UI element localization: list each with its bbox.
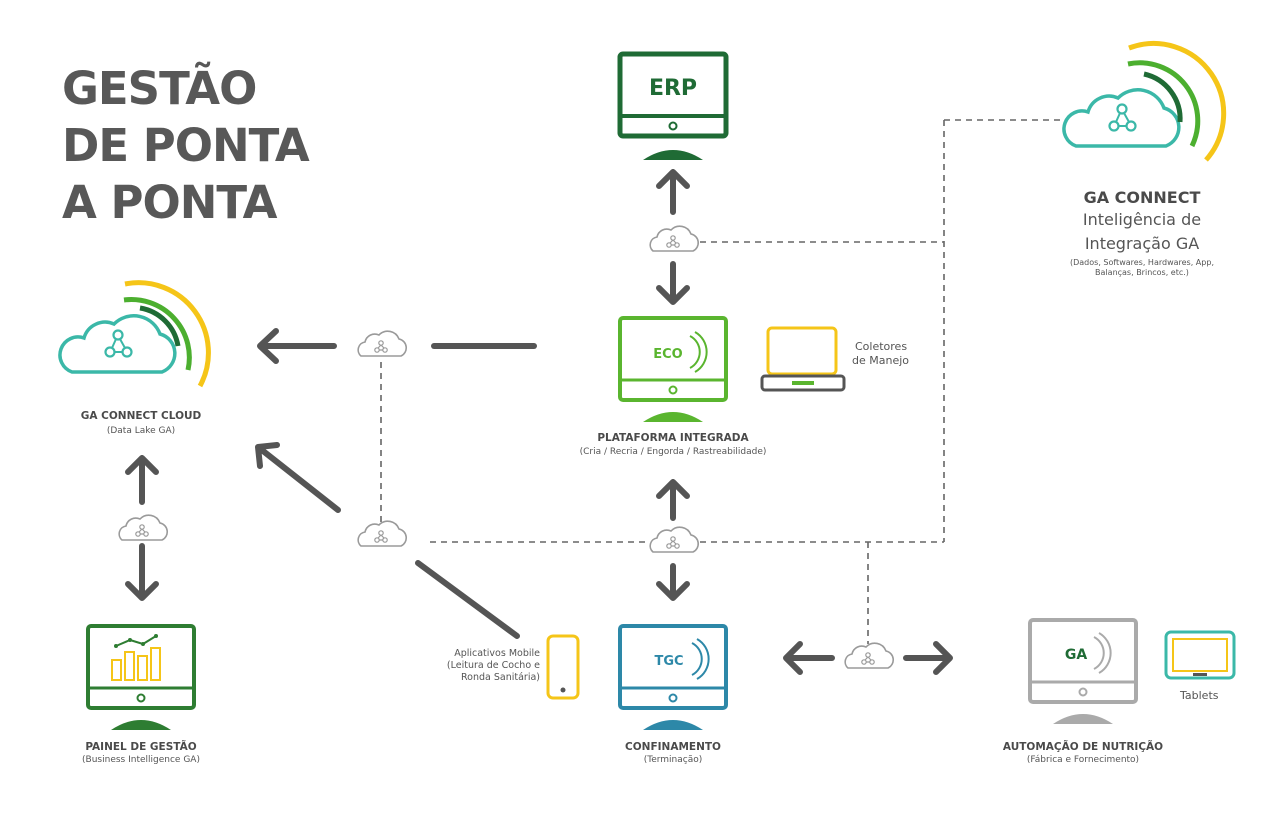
page-title: GESTÃO DE PONTA A PONTA <box>62 60 310 231</box>
automacao-title: AUTOMAÇÃO DE NUTRIÇÃO <box>1002 741 1164 753</box>
erp-label: ERP <box>649 76 697 101</box>
tgc-monitor-icon: TGC <box>618 624 728 730</box>
cloud-network-icon <box>357 520 408 547</box>
title-line-2: DE PONTA <box>62 119 310 172</box>
cloud-network-icon <box>118 514 169 541</box>
ga-monitor-icon: GA <box>1028 618 1138 724</box>
confinamento-title: CONFINAMENTO <box>625 741 721 753</box>
coletores-line1: Coletores <box>855 340 908 353</box>
cloud-network-icon <box>649 526 700 553</box>
plataforma-title: PLATAFORMA INTEGRADA <box>597 432 749 444</box>
cloud-network-icon <box>649 225 700 252</box>
automacao-subtitle: (Fábrica e Fornecimento) <box>1026 755 1140 765</box>
aplicativos-line3: Ronda Sanitária) <box>460 672 540 683</box>
smartphone-icon <box>546 634 580 700</box>
title-line-3: A PONTA <box>62 176 277 229</box>
painel-subtitle: (Business Intelligence GA) <box>82 755 200 765</box>
aplicativos-line2: (Leitura de Cocho e <box>446 660 540 671</box>
aplicativos-line1: Aplicativos Mobile <box>454 648 540 659</box>
title-line-1: GESTÃO <box>62 62 257 115</box>
painel-title: PAINEL DE GESTÃO <box>85 741 197 753</box>
dashed-links <box>380 119 1062 644</box>
confinamento-subtitle: (Terminação) <box>643 755 703 765</box>
bar-chart-icon <box>111 647 161 681</box>
cloud-title: GA CONNECT CLOUD <box>80 410 202 422</box>
ga-monitor-label: GA <box>1065 647 1087 663</box>
eco-label: ECO <box>653 347 682 362</box>
ga-connect-icon <box>1062 41 1227 162</box>
cloud-subtitle: (Data Lake GA) <box>106 426 176 436</box>
ga-connect-cloud-icon <box>58 280 211 388</box>
coletores-line2: de Manejo <box>852 354 910 367</box>
painel-monitor-icon <box>86 624 196 730</box>
laptop-icon <box>760 326 846 392</box>
erp-monitor-icon: ERP <box>617 51 729 160</box>
tablet-icon <box>1164 630 1236 680</box>
ga-connect-note2: Balanças, Brincos, etc.) <box>1095 268 1189 277</box>
tablets-label: Tablets <box>1180 689 1219 702</box>
ga-connect-line2: Integração GA <box>1084 234 1200 253</box>
tgc-label: TGC <box>654 654 683 669</box>
cloud-network-icon <box>844 642 895 669</box>
eco-monitor-icon: ECO <box>618 316 728 422</box>
cloud-network-icon <box>357 330 408 357</box>
ga-connect-line1: Inteligência de <box>1082 210 1202 229</box>
arrows <box>125 169 953 675</box>
ga-connect-note1: (Dados, Softwares, Hardwares, App, <box>1070 258 1214 267</box>
ga-connect-title: GA CONNECT <box>1083 188 1201 207</box>
plataforma-subtitle: (Cria / Recria / Engorda / Rastreabilida… <box>579 447 767 457</box>
